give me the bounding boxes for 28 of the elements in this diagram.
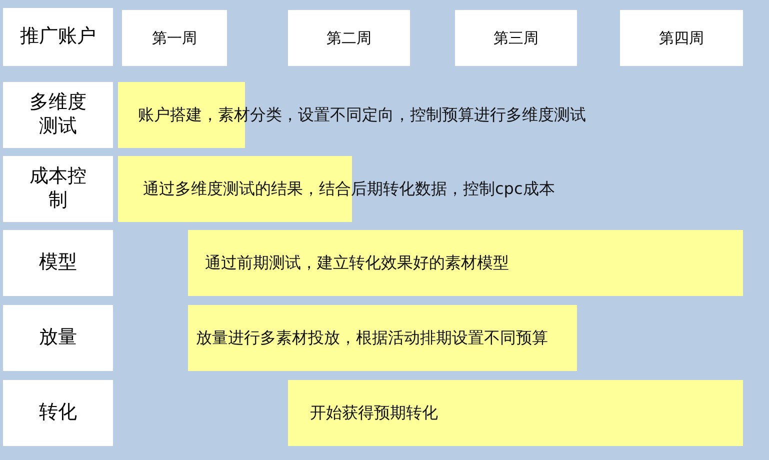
row-label-cell	[3, 82, 113, 148]
row-label-cell	[3, 156, 113, 222]
row-label-cell	[3, 230, 113, 296]
row-heading: 模型	[38, 251, 78, 275]
timeline-bar	[188, 230, 743, 296]
bar-text: 账户搭建，素材分类，设置不同定向，控制预算进行多维度测试	[138, 104, 586, 126]
bar-text: 通过前期测试，建立转化效果好的素材模型	[205, 252, 509, 274]
bar-text: 通过多维度测试的结果，结合后期转化数据，控制cpc成本	[143, 178, 555, 200]
column-heading: 推广账户	[20, 25, 96, 49]
bar-text: 放量进行多素材投放，根据活动排期设置不同预算	[196, 328, 548, 348]
header-cell	[122, 10, 227, 66]
timeline-bar	[188, 305, 577, 371]
header-cell	[288, 10, 410, 66]
column-heading: 第四周	[659, 28, 704, 48]
row-label-cell	[3, 305, 113, 371]
row-label-cell	[3, 380, 113, 446]
header-cell	[620, 10, 743, 66]
bar-text: 开始获得预期转化	[310, 402, 438, 424]
column-heading: 第三周	[494, 28, 538, 48]
row-heading: 放量	[38, 326, 78, 350]
column-heading: 第二周	[326, 28, 372, 48]
row-heading: 成本控制	[28, 165, 88, 213]
header-cell	[455, 10, 577, 66]
row-heading: 多维度测试	[28, 91, 88, 139]
column-heading: 第一周	[152, 28, 197, 48]
timeline-bar	[288, 380, 743, 446]
row-heading: 转化	[38, 401, 78, 425]
header-cell	[3, 8, 113, 66]
